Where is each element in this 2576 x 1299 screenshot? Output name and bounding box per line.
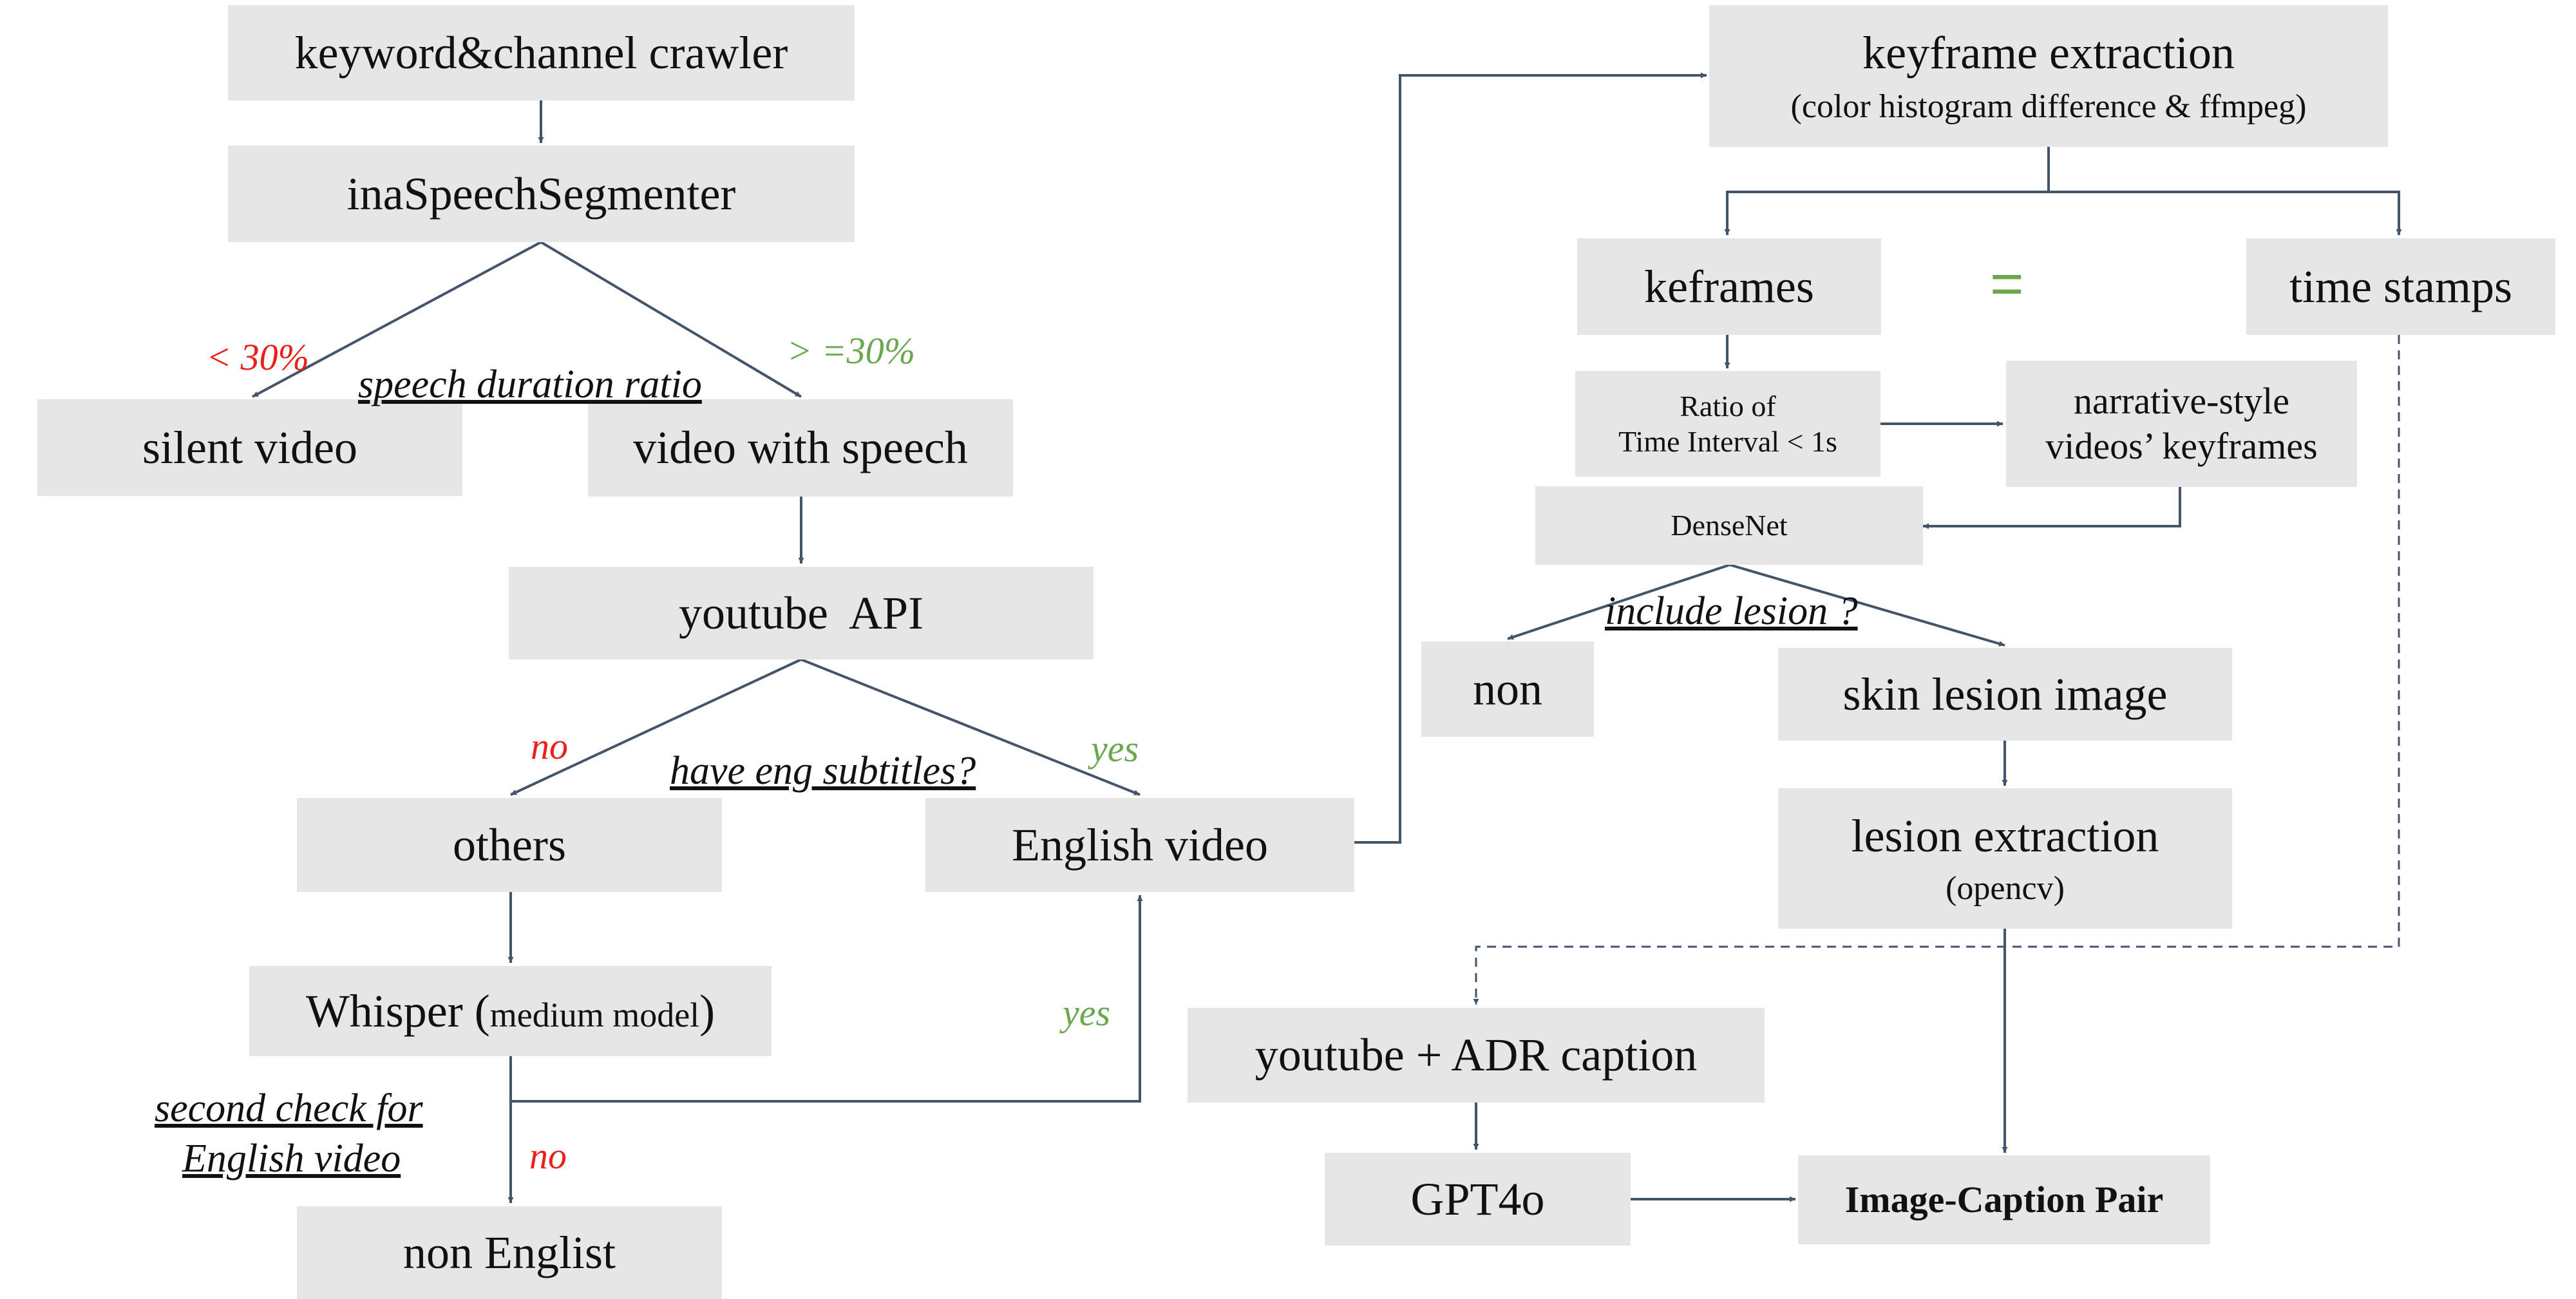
- node-keyframe-extraction: keyframe extraction (color histogram dif…: [1709, 5, 2388, 147]
- node-keyword-channel-crawler: keyword&channel crawler: [228, 5, 855, 100]
- node-label: GPT4o: [1410, 1173, 1545, 1225]
- label-no-second-check: no: [529, 1135, 567, 1177]
- node-label: DenseNet: [1671, 509, 1788, 542]
- arrow-ytapi-english: [800, 658, 1141, 796]
- node-youtube-api: youtube API: [509, 567, 1094, 659]
- node-label: skin lesion image: [1842, 668, 2168, 720]
- node-label: keyword&channel crawler: [294, 26, 788, 79]
- label-speech-duration-ratio: speech duration ratio: [358, 363, 702, 406]
- arrow-keyframe-keframes: [1724, 191, 2049, 235]
- arrow-densenet-skin: [1729, 564, 2005, 647]
- node-silent-video: silent video: [37, 399, 462, 496]
- node-keframes: keframes: [1577, 238, 1881, 335]
- node-label: keframes: [1644, 260, 1814, 312]
- node-label-end: ): [699, 985, 715, 1037]
- label-second-check-line-1: second check for: [155, 1086, 423, 1130]
- arrow-whisper-english: [511, 895, 1143, 1103]
- node-line-2: Time Interval < 1s: [1618, 425, 1837, 458]
- node-label: lesion extraction: [1851, 810, 2159, 862]
- node-label: keyframe extraction: [1862, 26, 2235, 79]
- node-sublabel: medium model: [489, 995, 700, 1034]
- arrow-ytapi-others: [510, 658, 802, 796]
- arrow-ina-silent: [252, 241, 542, 398]
- arrow-narrative-densenet: [1923, 487, 2181, 529]
- node-label: others: [453, 819, 566, 871]
- node-others: others: [297, 798, 722, 892]
- arrow-densenet-non: [1507, 564, 1730, 640]
- node-narrative-keyframes: narrative-style videos’ keyframes: [2006, 361, 2357, 487]
- node-image-caption-pair: Image-Caption Pair: [1798, 1155, 2210, 1244]
- node-line-1: Ratio of: [1680, 389, 1776, 422]
- node-label: Whisper (: [305, 985, 490, 1037]
- label-have-eng-subtitles: have eng subtitles?: [670, 749, 976, 793]
- label-second-check-line-2: English video: [182, 1137, 401, 1180]
- node-label-row: Whisper (medium model): [306, 983, 715, 1039]
- node-label: non Englist: [402, 1226, 616, 1278]
- node-english-video: English video: [925, 798, 1354, 892]
- node-label: youtube API: [678, 587, 923, 639]
- node-non-englist: non Englist: [297, 1206, 722, 1299]
- node-youtube-adr-caption: youtube + ADR caption: [1188, 1008, 1765, 1103]
- arrow-timestamps-adr: [1473, 335, 2400, 1005]
- node-line-1: narrative-style: [2074, 380, 2289, 422]
- label-include-lesion: include lesion ?: [1605, 589, 1858, 633]
- label-equals: =: [1990, 252, 2024, 316]
- label-yes-second-check: yes: [1063, 992, 1111, 1034]
- label-at-least-30: > =30%: [787, 330, 916, 372]
- node-lesion-extraction: lesion extraction (opencv): [1778, 788, 2232, 929]
- node-inaspeechsegmenter: inaSpeechSegmenter: [228, 146, 855, 242]
- node-video-with-speech: video with speech: [588, 399, 1013, 497]
- node-gpt4o: GPT4o: [1325, 1153, 1631, 1246]
- label-less-than-30: < 30%: [206, 336, 309, 378]
- node-label: silent video: [142, 421, 357, 473]
- node-sublabel: (color histogram difference & ffmpeg): [1790, 88, 2307, 125]
- node-line-2: videos’ keyframes: [2045, 425, 2318, 467]
- node-densenet: DenseNet: [1535, 486, 1923, 565]
- node-whisper: Whisper (medium model): [249, 966, 772, 1056]
- label-yes-subtitles: yes: [1091, 728, 1139, 770]
- node-sublabel: (opencv): [1946, 870, 2065, 907]
- node-ratio-time-interval: Ratio of Time Interval < 1s: [1575, 371, 1880, 477]
- node-non: non: [1421, 641, 1594, 737]
- node-label: non: [1473, 663, 1542, 715]
- node-label: English video: [1012, 819, 1268, 871]
- arrow-keyframe-timestamps: [2049, 191, 2402, 235]
- node-label: Image-Caption Pair: [1844, 1179, 2164, 1221]
- node-label: video with speech: [633, 422, 968, 474]
- node-label: time stamps: [2289, 260, 2512, 312]
- node-skin-lesion-image: skin lesion image: [1778, 648, 2232, 741]
- node-label: inaSpeechSegmenter: [346, 167, 736, 220]
- arrow-ina-speech: [540, 241, 802, 398]
- node-label: youtube + ADR caption: [1255, 1029, 1698, 1081]
- arrow-english-keyframe: [1354, 72, 1707, 844]
- label-no-subtitles: no: [531, 725, 568, 767]
- node-time-stamps: time stamps: [2246, 238, 2555, 335]
